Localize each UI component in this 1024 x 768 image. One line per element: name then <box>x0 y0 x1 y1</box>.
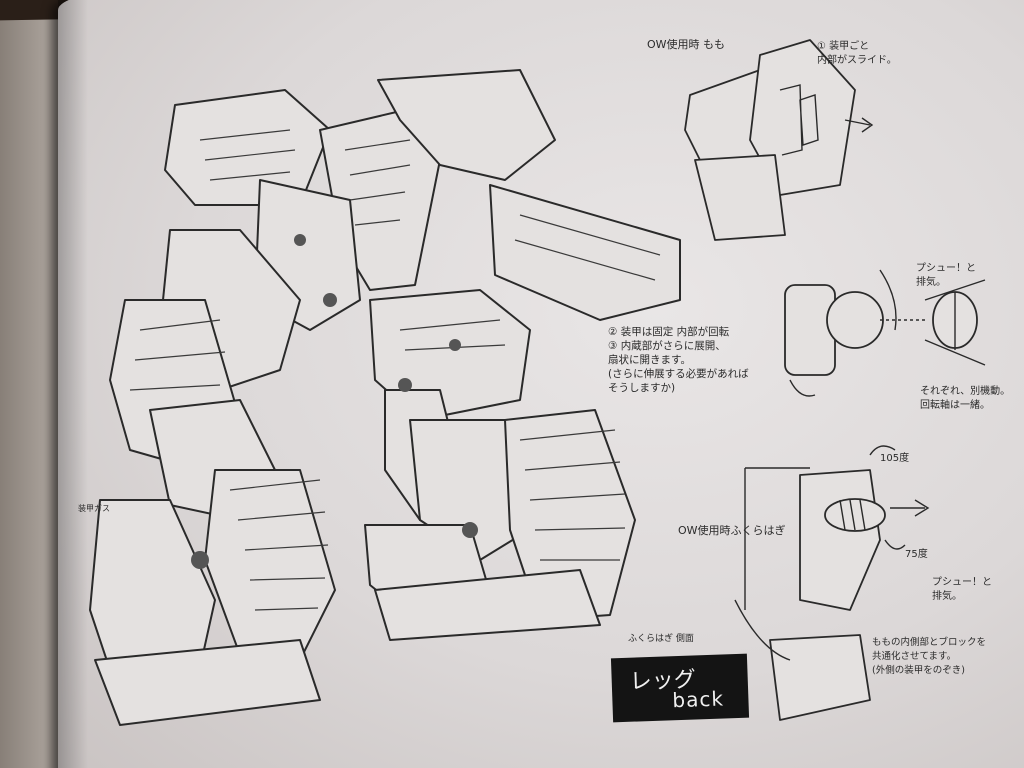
note-thigh-title: OW使用時 もも <box>647 38 726 51</box>
thigh-detail-base <box>694 154 786 241</box>
note-armor-fixed: ② 装甲は固定 内部が回転 ③ 内蔵部がさらに展開、 扇状に開きます。 (さらに… <box>608 326 749 394</box>
hip-block-top <box>377 69 556 181</box>
note-angle-105: 105度 <box>880 453 910 464</box>
note-exhaust-top: プシュー！と 排気。 <box>916 263 976 288</box>
label-back: back <box>672 686 725 713</box>
left-track-unit <box>204 469 336 661</box>
book-gutter-shadow <box>58 0 88 768</box>
note-calf-side: ふくらはぎ 側面 <box>628 634 694 644</box>
calf-detail-spring <box>824 498 886 532</box>
note-rotation-axis: それぞれ、別機動。 回転軸は一緒。 <box>920 386 1011 411</box>
note-shared-block: ももの内側部とブロックを 共通化させてます。 (外側の装甲をのぞき) <box>872 637 987 676</box>
note-thigh-slide: ① 装甲ごと 内部がスライド。 <box>817 41 897 66</box>
note-angle-75: 75度 <box>905 549 928 560</box>
calf-detail-body <box>799 469 881 611</box>
thigh-detail-armor <box>749 39 856 196</box>
leg-back-label-box: レッグ back <box>610 653 750 723</box>
left-foot-sole <box>94 639 321 726</box>
right-foot-sole <box>374 569 601 641</box>
note-exhaust-bottom: プシュー！と 排気。 <box>932 577 992 602</box>
thigh-plate-right <box>489 184 681 321</box>
right-track-unit <box>504 409 636 621</box>
note-armor-gas: 装甲ガス <box>78 504 110 513</box>
note-calf-title: OW使用時ふくらはぎ <box>678 524 786 537</box>
hip-block-left <box>164 89 331 206</box>
knee-detail-disc <box>826 291 884 349</box>
calf-detail-lower <box>769 634 871 721</box>
knee-detail-block <box>784 284 836 376</box>
